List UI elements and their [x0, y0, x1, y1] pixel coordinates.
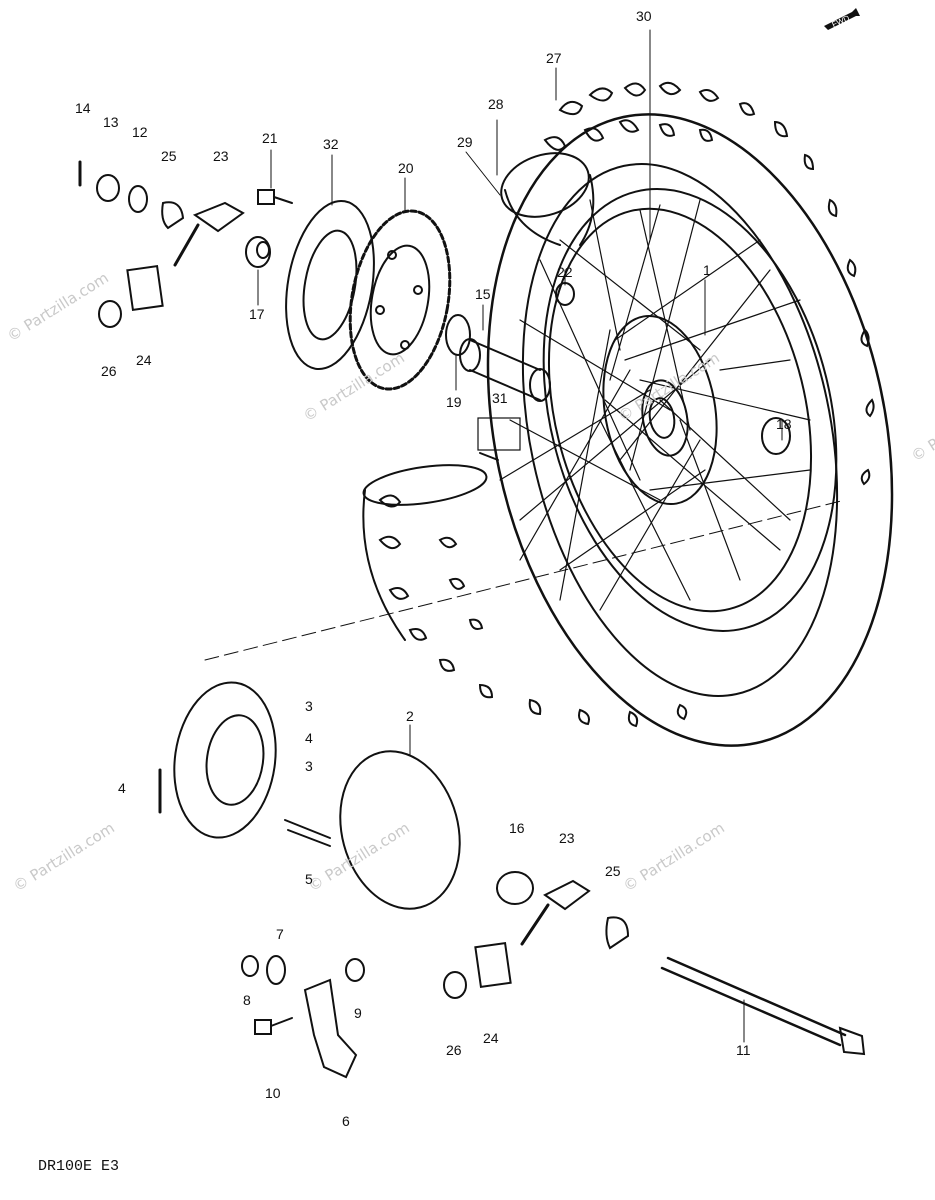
callout-9: 9 [354, 1005, 362, 1021]
callout-25: 25 [161, 148, 177, 164]
callout-28: 28 [488, 96, 504, 112]
callout-29: 29 [457, 134, 473, 150]
callout-32: 32 [323, 136, 339, 152]
fwd-label: FWD [831, 13, 852, 29]
callout-24: 24 [136, 352, 152, 368]
callout-17: 17 [249, 306, 265, 322]
callout-23: 23 [559, 830, 575, 846]
callout-30: 30 [636, 8, 652, 24]
callout-19: 19 [446, 394, 462, 410]
callout-15: 15 [475, 286, 491, 302]
callout-5: 5 [305, 871, 313, 887]
callout-18: 18 [776, 416, 792, 432]
callout-21: 21 [262, 130, 278, 146]
callout-20: 20 [398, 160, 414, 176]
callout-4: 4 [118, 780, 126, 796]
callout-25: 25 [605, 863, 621, 879]
callout-24: 24 [483, 1030, 499, 1046]
callout-6: 6 [342, 1113, 350, 1129]
callout-27: 27 [546, 50, 562, 66]
callout-14: 14 [75, 100, 91, 116]
callout-26: 26 [446, 1042, 462, 1058]
callout-3: 3 [305, 758, 313, 774]
callout-8: 8 [243, 992, 251, 1008]
callout-12: 12 [132, 124, 148, 140]
diagram-code: DR100E E3 [38, 1158, 120, 1175]
callout-22: 22 [557, 264, 573, 280]
brake-panel-icon [158, 681, 277, 839]
callout-13: 13 [103, 114, 119, 130]
axle-icon [660, 956, 866, 1056]
callout-7: 7 [276, 926, 284, 942]
tire-icon [362, 81, 894, 747]
sprocket-icon [348, 209, 452, 391]
callout-23: 23 [213, 148, 229, 164]
wheel-icon [499, 188, 838, 632]
fwd-arrow-icon: FWD [822, 8, 862, 30]
callout-1: 1 [703, 262, 711, 278]
callout-31: 31 [492, 390, 508, 406]
callout-16: 16 [509, 820, 525, 836]
callout-3: 3 [305, 698, 313, 714]
callout-26: 26 [101, 363, 117, 379]
callout-11: 11 [736, 1042, 751, 1058]
callout-2: 2 [406, 708, 414, 724]
callout-10: 10 [265, 1085, 281, 1101]
callout-4: 4 [305, 730, 313, 746]
